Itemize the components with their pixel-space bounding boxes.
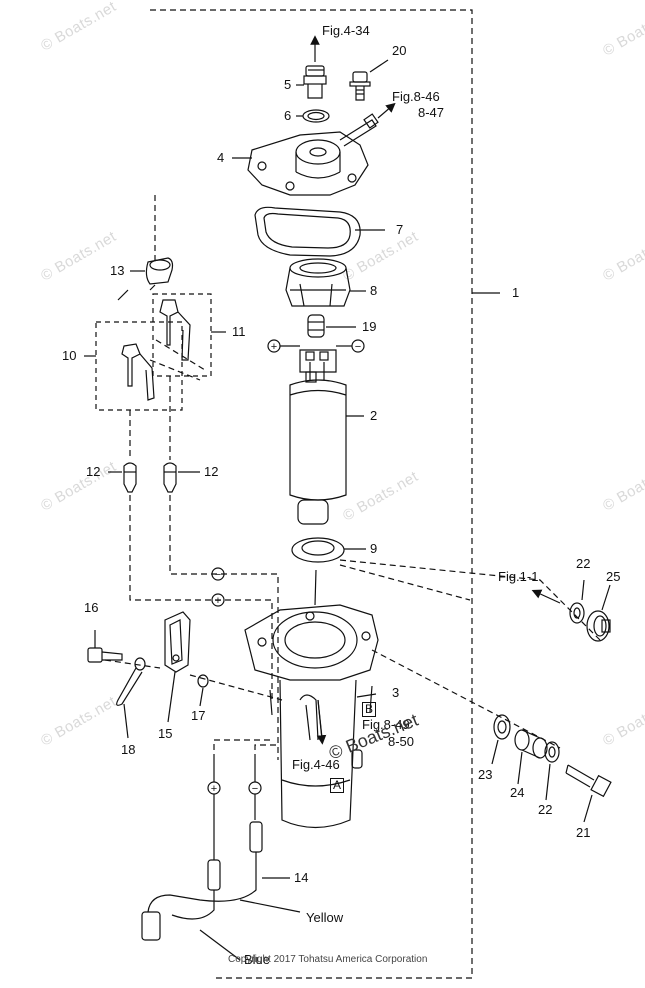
- callout-12: 12: [86, 464, 101, 479]
- callout-8: 8: [370, 283, 378, 298]
- filter-housing-3: [244, 604, 379, 829]
- assembly-frame: [150, 9, 473, 979]
- seal-9: [291, 537, 345, 563]
- plus-sign: +: [215, 595, 221, 607]
- clip-13: [145, 257, 174, 285]
- washer-22b: [544, 741, 560, 763]
- callout-21: 21: [576, 825, 591, 840]
- fitting-5: [303, 65, 327, 99]
- connector-blue: [207, 859, 221, 891]
- box-label-a: A: [330, 778, 345, 793]
- group-10: [95, 321, 183, 411]
- cap-12b: [163, 462, 177, 493]
- washer-22: [569, 602, 585, 624]
- cap-12a: [123, 462, 137, 493]
- callout-10: 10: [62, 348, 77, 363]
- callout-3: 3: [392, 685, 400, 700]
- callout-2: 2: [370, 408, 378, 423]
- callout-1: 1: [512, 285, 520, 300]
- wire-label-blue: Blue: [244, 952, 271, 967]
- fig-ref: Fig.8-49: [362, 717, 410, 732]
- gasket-7: [254, 206, 361, 257]
- plus-sign: +: [211, 783, 217, 795]
- bracket-15: [164, 611, 191, 673]
- callout-15: 15: [158, 726, 173, 741]
- callout-17: 17: [191, 708, 206, 723]
- callout-13: 13: [110, 263, 125, 278]
- connector-14: [249, 821, 263, 853]
- minus-sign: −: [252, 783, 258, 795]
- box-label-b: B: [362, 702, 377, 717]
- o-ring-6: [302, 109, 330, 123]
- callout-4: 4: [217, 150, 225, 165]
- callout-23: 23: [478, 767, 493, 782]
- collar-24: [514, 729, 548, 759]
- bolt-21: [565, 764, 612, 798]
- callout-11: 11: [232, 324, 246, 339]
- callout-20: 20: [392, 43, 407, 58]
- fig-ref: Fig.1-1: [498, 569, 539, 584]
- callout-19: 19: [362, 319, 377, 334]
- fig-ref: 8-47: [418, 105, 445, 120]
- clamp-18: [116, 657, 146, 706]
- copyright-notice: Copyright 2017 Tohatsu America Corporati…: [228, 954, 428, 965]
- bolt-20: [349, 71, 371, 101]
- callout-6: 6: [284, 108, 292, 123]
- grommet-25: [586, 610, 611, 642]
- callout-9: 9: [370, 541, 378, 556]
- fuel-pump-2: [289, 349, 347, 525]
- callout-25: 25: [606, 569, 621, 584]
- callout-22: 22: [576, 556, 591, 571]
- callout-22: 22: [538, 802, 553, 817]
- callout-5: 5: [284, 77, 292, 92]
- grommet-23: [493, 714, 511, 740]
- fig-ref: Fig.4-34: [322, 23, 370, 38]
- group-11: [152, 293, 212, 377]
- fig-ref: Fig.4-46: [292, 757, 340, 772]
- fig-ref: Fig.8-46: [392, 89, 440, 104]
- minus-sign: −: [355, 341, 361, 353]
- terminal-10: [121, 343, 155, 401]
- fig-ref: 8-50: [388, 734, 415, 749]
- callout-14: 14: [294, 870, 309, 885]
- wire-label-yellow: Yellow: [306, 910, 344, 925]
- bolt-16: [87, 647, 123, 663]
- callout-12: 12: [204, 464, 219, 479]
- callout-7: 7: [396, 222, 404, 237]
- callout-24: 24: [510, 785, 525, 800]
- washer-17: [197, 674, 209, 688]
- harness-plug: [141, 911, 161, 941]
- callout-18: 18: [121, 742, 136, 757]
- plus-sign: +: [271, 341, 277, 353]
- minus-sign: −: [215, 569, 221, 581]
- ring-nut-8: [285, 258, 351, 307]
- connector-19: [307, 314, 325, 338]
- terminal-11: [159, 299, 191, 361]
- callout-16: 16: [84, 600, 99, 615]
- cover-4: [247, 113, 379, 196]
